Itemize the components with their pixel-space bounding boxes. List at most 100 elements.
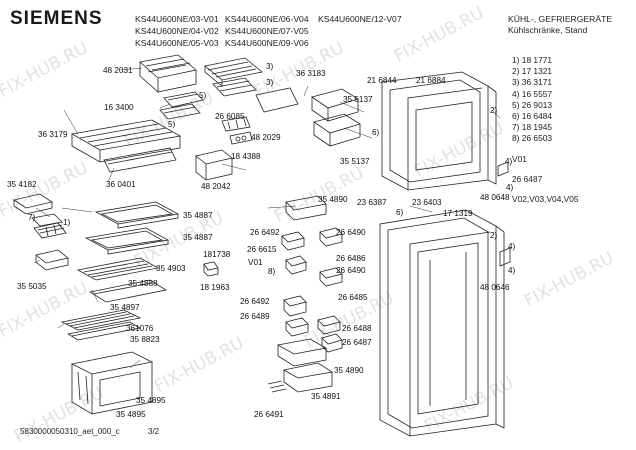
callout-label: 3): [266, 78, 274, 87]
part-label: 18 1963: [200, 283, 230, 292]
category-subtitle: Kühlschränke, Stand: [508, 25, 588, 35]
callout-label: 4): [508, 266, 516, 275]
part-label: 26 6085: [215, 112, 245, 121]
parts-list-item: 4) 16 5557: [512, 88, 553, 99]
callout-label: 1): [63, 218, 71, 227]
part-drawing: [204, 57, 263, 87]
part-label: 48 0646: [480, 283, 510, 292]
part-label: 35 4887: [183, 211, 213, 220]
brand-logo: SIEMENS: [10, 8, 103, 29]
part-drawing: [276, 338, 334, 393]
callout-label: 3): [266, 62, 274, 71]
part-label: 48 0648: [480, 193, 510, 202]
part-drawing: [139, 54, 197, 93]
part-label: 36 3183: [296, 69, 326, 78]
document-code: 5830000050310_aet_000_c: [20, 427, 120, 436]
parts-list-item: 5) 26 9013: [512, 99, 553, 110]
variant-part: 26 6487: [512, 173, 543, 184]
part-drawing: [281, 231, 309, 337]
part-label: 48 2031: [103, 66, 133, 75]
model-number: KS44U600NE/09-V06: [225, 38, 309, 48]
part-label: 35 5137: [343, 95, 373, 104]
part-label: 26 6489: [240, 312, 270, 321]
part-label: 48 2029: [251, 133, 281, 142]
model-number: KS44U600NE/05-V03: [135, 38, 219, 48]
part-label: 36 0401: [106, 180, 136, 189]
part-label: 21 6884: [416, 76, 446, 85]
callout-label: 6): [372, 128, 380, 137]
part-drawing: [379, 209, 505, 437]
part-drawing: [313, 113, 361, 147]
variant-label: V01: [248, 258, 263, 267]
part-label: 26 6492: [250, 228, 280, 237]
part-label: 23 6403: [412, 198, 442, 207]
part-label: 21 6844: [367, 76, 397, 85]
part-label: 36 3179: [38, 130, 68, 139]
part-label: 35 4895: [116, 410, 146, 419]
callout-label: 4): [506, 183, 514, 192]
part-label: 23 6387: [357, 198, 387, 207]
variant-label: V01: [512, 153, 527, 164]
callout-label: 4): [505, 157, 513, 166]
part-label: 35 8823: [130, 335, 160, 344]
part-label: 35 4890: [318, 195, 348, 204]
page-number: 3/2: [148, 427, 160, 436]
part-label: 35 4890: [334, 366, 364, 375]
part-label: 26 6488: [342, 324, 372, 333]
parts-list-item: 6) 16 6484: [512, 111, 553, 122]
part-label: 26 6490: [336, 228, 366, 237]
part-label: 35 4897: [110, 303, 140, 312]
parts-list-item: 2) 17 1321: [512, 66, 553, 77]
part-label: 26 6615: [247, 245, 277, 254]
part-drawing: [317, 227, 343, 353]
part-label: 35 4887: [183, 233, 213, 242]
part-drawing: [195, 149, 233, 181]
part-label: 361076: [126, 324, 154, 333]
callout-label: 4): [508, 242, 516, 251]
parts-list-item: 1) 18 1771: [512, 55, 553, 65]
part-drawing: [70, 351, 154, 415]
callout-label: 2): [490, 231, 498, 240]
part-label: 26 6491: [254, 410, 284, 419]
part-label: 35 4895: [136, 396, 166, 405]
model-number: KS44U600NE/03-V01: [135, 14, 219, 24]
parts-list: 1) 18 1771 2) 17 1321 3) 36 3171 4) 16 5…: [512, 55, 579, 205]
part-label: 17 1319: [443, 209, 473, 218]
part-label: 26 6487: [342, 338, 372, 347]
parts-list-item: 3) 36 3171: [512, 77, 553, 88]
callout-label: 7): [28, 213, 36, 222]
parts-list-item: 8) 26 6503: [512, 133, 553, 144]
part-drawing: [13, 193, 69, 271]
part-label: 181738: [203, 250, 231, 259]
part-drawing: [381, 71, 497, 191]
model-number: KS44U600NE/06-V04: [225, 14, 309, 24]
part-drawing: [255, 87, 299, 113]
part-drawing: [311, 88, 359, 122]
callout-label: 8): [268, 267, 276, 276]
part-drawing: [285, 195, 327, 221]
part-label: 35 5035: [17, 282, 47, 291]
parts-list-item: 7) 18 1945: [512, 122, 553, 133]
model-number: KS44U600NE/04-V02: [135, 26, 219, 36]
part-label: 35 4891: [311, 392, 341, 401]
part-drawing: [60, 309, 142, 341]
variant-label: V02,V03,V04,V05: [512, 194, 579, 205]
part-label: 35 4182: [7, 180, 37, 189]
part-drawing: [94, 201, 180, 229]
part-label: 35 4888: [128, 279, 158, 288]
category-title: KÜHL-, GEFRIERGERÄTE: [508, 14, 613, 24]
part-label: 35 4903: [156, 264, 186, 273]
part-label: 26 6492: [240, 297, 270, 306]
part-label: 16 3400: [104, 103, 134, 112]
callout-label: 5): [199, 91, 207, 100]
part-label: 26 6490: [336, 266, 366, 275]
part-label: 26 6486: [336, 254, 366, 263]
part-drawing: [84, 227, 170, 255]
leader-lines: [33, 67, 501, 369]
part-label: 26 6485: [338, 293, 368, 302]
part-drawing: [70, 119, 182, 163]
model-number: KS44U600NE/07-V05: [225, 26, 309, 36]
callout-label: 5): [168, 120, 176, 129]
